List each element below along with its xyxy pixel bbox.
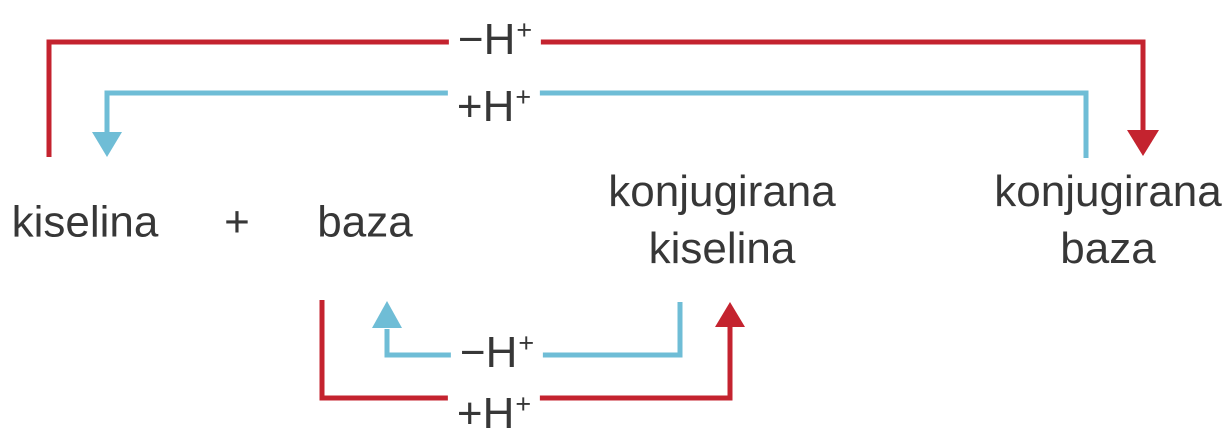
minus-h-label-top-base: −H xyxy=(457,15,516,64)
conjugate-acid-line2: kiselina xyxy=(648,224,796,273)
minus-h-label-bottom: −H+ xyxy=(450,328,544,378)
plus-h-label-bottom-sup: + xyxy=(515,389,532,419)
minus-h-label-bottom-sup: + xyxy=(518,328,535,358)
base-label: baza xyxy=(317,197,413,247)
deprotonation-arrow-top-head xyxy=(1127,130,1159,156)
protonation-arrow-top-head xyxy=(92,132,122,157)
plus-h-label-bottom: +H+ xyxy=(447,389,541,439)
plus-h-label-top: +H+ xyxy=(447,82,541,132)
conjugate-acid-label: konjugirana kiselina xyxy=(608,163,836,277)
acid-label: kiselina xyxy=(11,197,159,247)
conjugate-base-line2: baza xyxy=(1060,224,1156,273)
minus-h-label-top: −H+ xyxy=(448,15,542,65)
plus-h-label-top-base: +H xyxy=(456,82,515,131)
deprotonation-arrow-top xyxy=(46,39,1159,157)
deprotonation-arrow-top-line xyxy=(46,39,1146,157)
protonation-arrow-top xyxy=(92,90,1089,158)
plus-sign: + xyxy=(224,197,250,247)
conjugate-base-line1: konjugirana xyxy=(994,167,1222,216)
minus-h-label-bottom-base: −H xyxy=(459,328,518,377)
minus-h-label-top-sup: + xyxy=(516,15,533,45)
protonation-arrow-top-line xyxy=(104,90,1089,158)
conjugate-acid-line1: konjugirana xyxy=(608,167,836,216)
protonation-arrow-bottom-head xyxy=(715,302,745,327)
plus-h-label-top-sup: + xyxy=(515,82,532,112)
conjugate-base-label: konjugirana baza xyxy=(994,163,1222,277)
deprotonation-arrow-bottom-head xyxy=(372,301,402,328)
plus-h-label-bottom-base: +H xyxy=(456,389,515,438)
